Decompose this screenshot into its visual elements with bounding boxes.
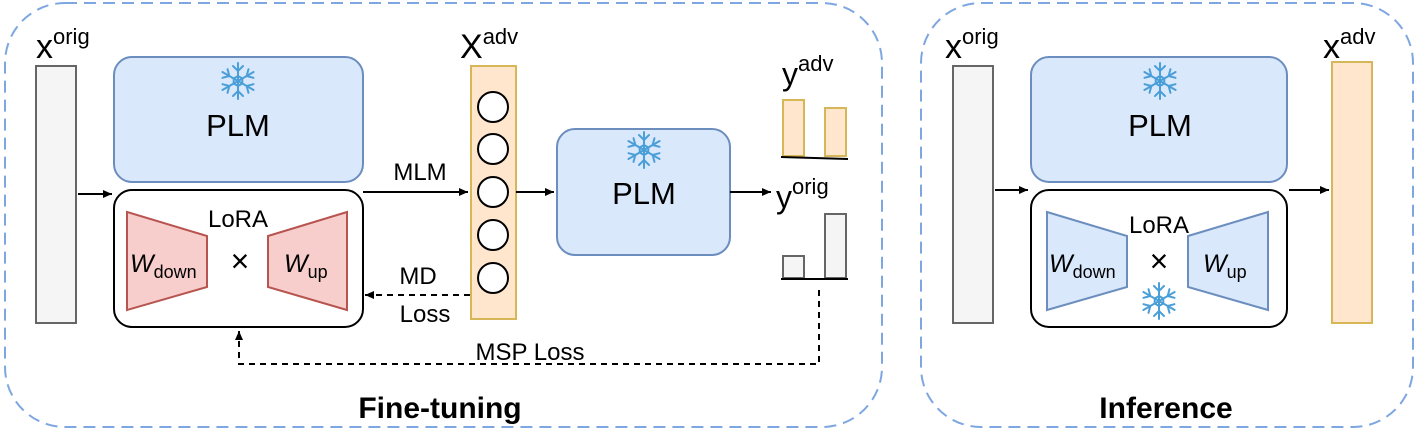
inference-x-orig-label: xorig <box>945 24 999 66</box>
finetuning-title: Fine-tuning <box>358 392 521 425</box>
md-loss-line2: Loss <box>400 301 451 328</box>
inference-x-orig-bar <box>952 65 994 324</box>
w-up-trapezoid <box>267 210 348 312</box>
inference-panel <box>920 2 1414 428</box>
plm-right-label: PLM <box>612 176 676 211</box>
inference-w-up-trapezoid <box>1187 210 1269 312</box>
inference-plm-box <box>1030 56 1288 183</box>
w-down-trapezoid <box>126 210 208 312</box>
token-circle <box>477 91 509 123</box>
token-circle <box>477 176 509 208</box>
y-orig-bar-1 <box>782 255 805 279</box>
y-adv-bar-2 <box>824 107 847 157</box>
msp-loss-path <box>235 290 820 365</box>
inference-x-adv-bar <box>1331 61 1373 324</box>
msp-loss-label: MSP Loss <box>476 339 585 366</box>
y-adv-label: yadv <box>782 51 833 92</box>
finetuning-panel <box>4 2 883 428</box>
x-orig-label: xorig <box>36 24 90 66</box>
y-adv-bar-1 <box>782 99 805 157</box>
inference-x-adv-label: xadv <box>1323 24 1375 66</box>
inference-times-symbol: × <box>1150 243 1169 279</box>
plm-top-box <box>113 56 364 183</box>
x-adv-label: Xadv <box>460 24 518 66</box>
token-circle <box>477 219 509 251</box>
plm-top-label: PLM <box>206 108 270 143</box>
inference-w-up-label: Wup <box>1203 250 1247 282</box>
y-orig-label: yorig <box>776 174 829 215</box>
inference-title: Inference <box>1099 392 1232 425</box>
inference-plm-label: PLM <box>1128 108 1192 143</box>
w-up-label: Wup <box>284 250 328 282</box>
inference-w-down-label: Wdown <box>1049 250 1116 282</box>
x-orig-bar <box>35 65 77 324</box>
md-loss-line1: MD <box>399 263 436 290</box>
lora-label: LoRA <box>208 206 268 233</box>
inference-lora-label: LoRA <box>1129 212 1189 239</box>
times-symbol: × <box>231 243 250 279</box>
y-adv-baseline <box>780 156 849 160</box>
mlm-label: MLM <box>393 159 446 186</box>
w-down-label: Wdown <box>130 250 197 282</box>
token-circle <box>477 133 509 165</box>
token-circle <box>477 262 509 294</box>
inference-w-down-trapezoid <box>1046 210 1128 312</box>
y-orig-bar-2 <box>824 213 847 279</box>
